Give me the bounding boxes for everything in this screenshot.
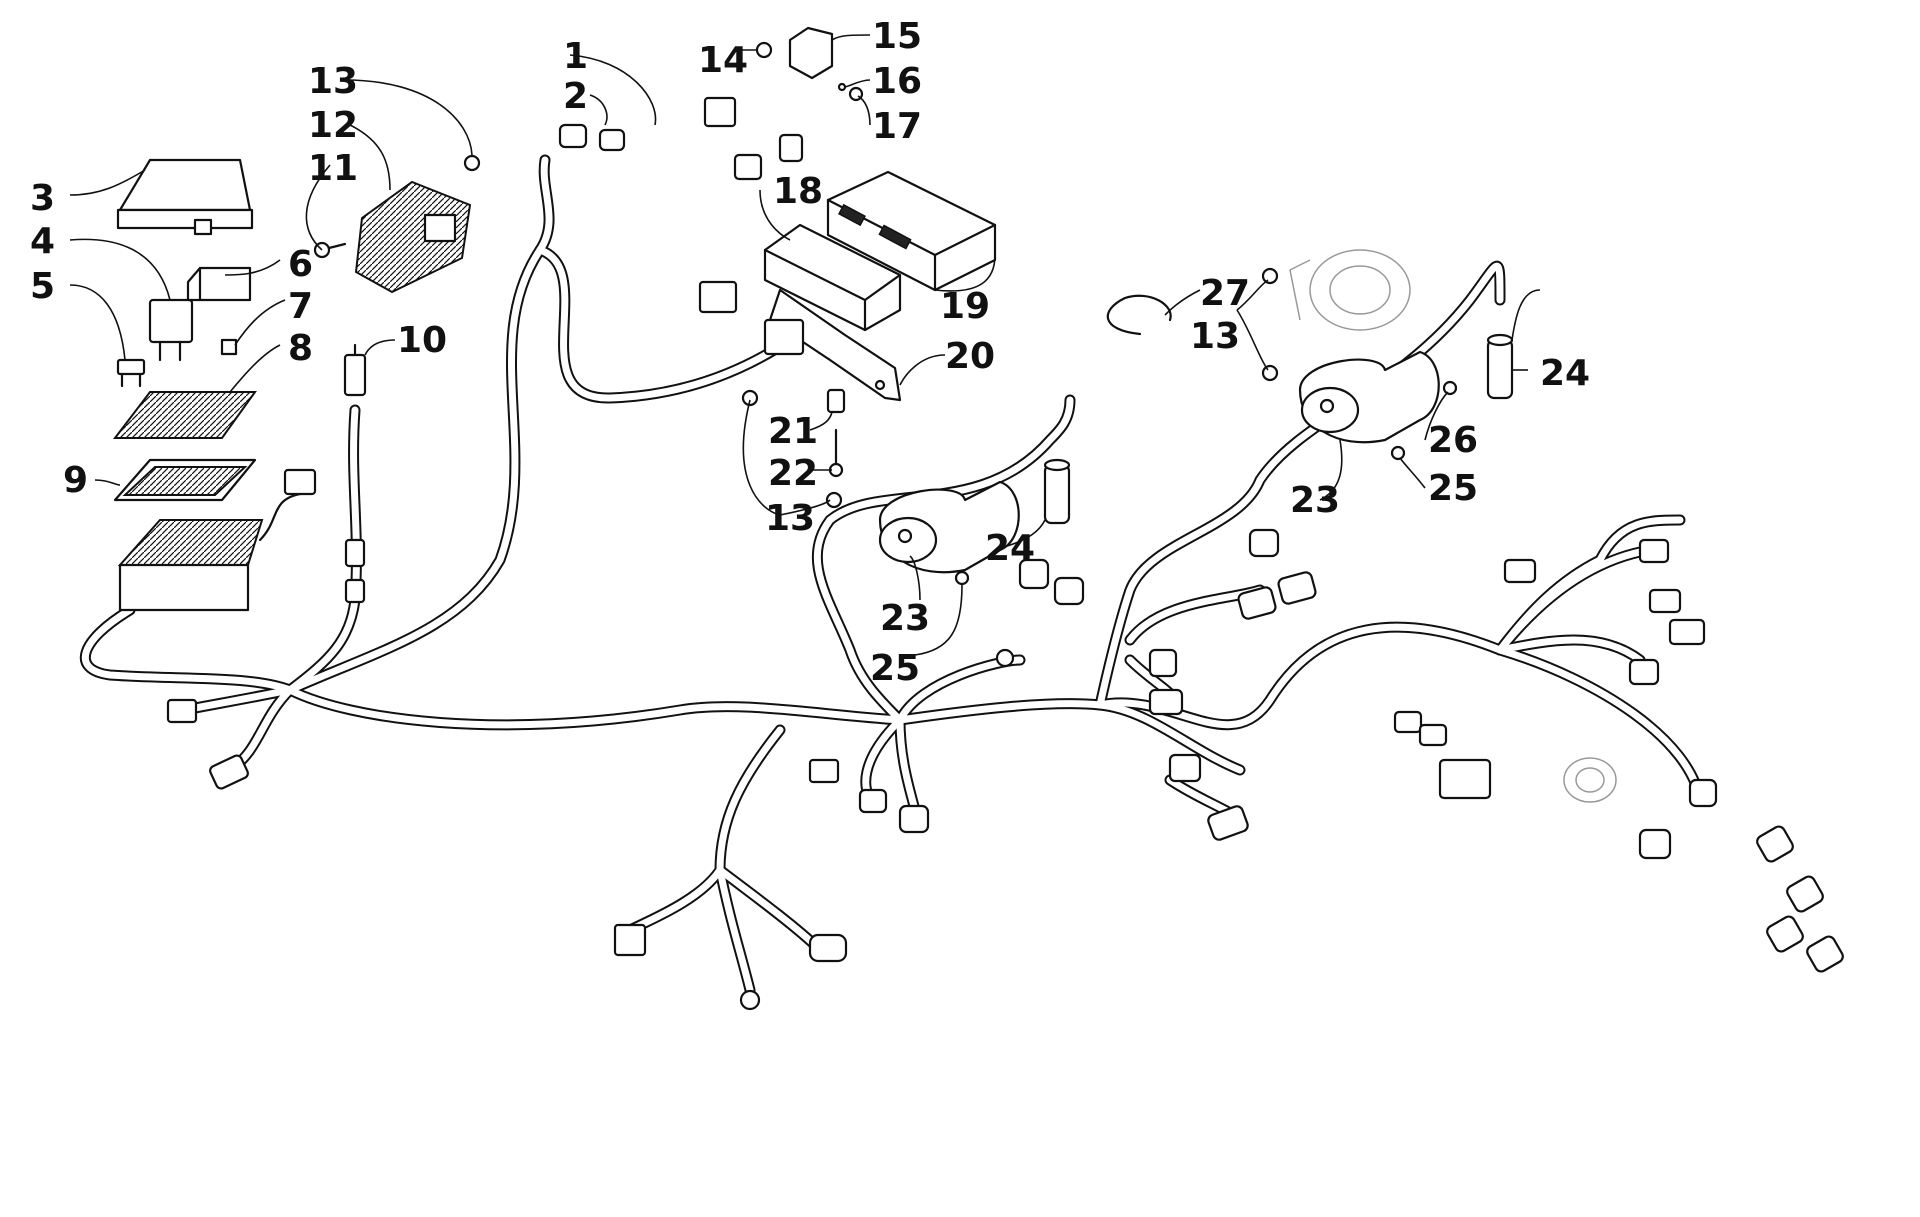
fuse-box-gasket [113,458,257,502]
callout-26: 26 [1428,420,1478,461]
nut-13-top [463,154,481,172]
callout-7: 7 [288,286,313,327]
mini-fuse [220,338,238,356]
screw-25-front [954,570,970,586]
callout-13-right: 13 [1190,316,1240,357]
fuse-box-cover [116,158,254,236]
ecm-module [763,223,902,332]
nut-13-bracket [741,389,759,407]
callout-25-rear: 25 [1428,468,1478,509]
callout-2: 2 [563,76,588,117]
callout-1: 1 [563,36,588,77]
callout-8: 8 [288,328,313,369]
callout-23-front: 23 [880,598,930,639]
callout-12: 12 [308,105,358,146]
main-wire-harness [79,154,1706,996]
callout-15: 15 [872,16,922,57]
bolt-22 [828,428,844,478]
screw-25-rear [1390,445,1406,461]
callout-14: 14 [698,40,748,81]
callout-11: 11 [308,148,358,189]
circuit-board [112,391,257,439]
callout-17: 17 [872,106,922,147]
callout-20: 20 [945,336,995,377]
callout-16: 16 [872,61,922,102]
spark-plug-cap-rear [1486,333,1514,400]
callout-4: 4 [30,221,55,262]
callout-9: 9 [63,460,88,501]
voltage-regulator [354,180,472,294]
callout-18: 18 [773,171,823,212]
callout-23-rear: 23 [1290,480,1340,521]
spark-plug-cap-front [1043,458,1071,525]
callout-21: 21 [768,411,818,452]
nut-13-right-b [1261,364,1279,382]
callout-22: 22 [768,453,818,494]
connector-2 [558,123,626,152]
nut-13-right-a [1261,267,1279,285]
callout-25-front: 25 [870,648,920,689]
screw-26 [1442,380,1458,396]
small-relay [186,266,252,302]
ignition-coil-front [878,480,1020,574]
tilt-switch [755,26,864,102]
harness-plug [703,96,804,181]
ecm-bracket [698,280,902,402]
ring-clip [1106,294,1172,336]
engine-control-unit [826,170,997,292]
fuse-box-base [117,468,317,612]
oxygen-sensor [343,343,367,604]
callout-5: 5 [30,266,55,307]
callout-6: 6 [288,244,313,285]
spacer-21 [826,388,846,414]
nut-13-mid [825,491,843,509]
callout-numbers: 1 2 3 4 5 6 7 8 9 10 11 12 13 13 13 14 1… [30,16,1590,689]
callout-19: 19 [940,286,990,327]
callout-24-rear: 24 [1540,353,1590,394]
leader-lines [69,34,1541,656]
fuse [116,358,146,388]
callout-24-front: 24 [985,528,1035,569]
callout-10: 10 [397,320,447,361]
harness-connectors [166,528,1844,1011]
callout-13-mid: 13 [765,498,815,539]
engine-outline-ghost [1289,249,1411,331]
relay [148,298,194,362]
callout-3: 3 [30,178,55,219]
screw-11 [313,241,347,259]
ignition-coil-rear [1298,350,1440,444]
callout-13-top: 13 [308,61,358,102]
callout-27: 27 [1200,273,1250,314]
